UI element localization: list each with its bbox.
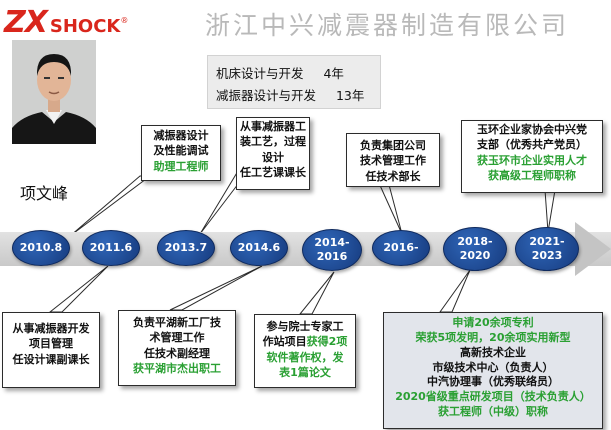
- logo-registered-mark: ®: [120, 15, 129, 25]
- callout-line: 市级技术中心（负责人）: [432, 360, 554, 374]
- zxshock-logo: ZX SHOCK ®: [4, 4, 128, 40]
- callout-line: 术管理工作: [149, 331, 205, 345]
- connector-line: [169, 265, 263, 311]
- connector-line: [544, 189, 556, 233]
- callout-line: 及性能调试: [153, 144, 209, 158]
- callout-line: 任技术副经理: [144, 346, 210, 360]
- callout-segment: 作站项目: [262, 335, 307, 349]
- callout-line: 负责平湖新工厂技: [133, 316, 221, 329]
- timeline-node: 2018- 2020: [443, 227, 507, 271]
- callout-segment: 获得2项: [306, 335, 348, 349]
- callout-line: 2020省级重点研发项目（技术负责人）: [395, 390, 591, 404]
- milestone-callout: 玉环企业家协会中兴党 支部（优秀共产党员） 获玉环市企业实用人才 获高级工程师职…: [461, 120, 603, 193]
- callout-line: 助理工程师: [153, 159, 209, 173]
- connector-line: [69, 175, 152, 237]
- milestone-callout: 负责集团公司 技术管理工作 任技术部长: [346, 133, 440, 187]
- milestone-callout: 从事减振器工 装工艺，过程 设计 任工艺课课长: [236, 117, 310, 190]
- callout-line: 从事减振器工: [240, 120, 306, 133]
- experience-field: 机床设计与开发: [216, 66, 304, 81]
- timeline-arrow-icon: [575, 222, 611, 276]
- milestone-callout: 减振器设计 及性能调试 助理工程师: [141, 125, 221, 181]
- callout-line: 申请20余项专利: [452, 316, 534, 329]
- experience-years: 4年: [323, 66, 344, 81]
- callout-line: 玉环企业家协会中兴党: [477, 123, 587, 136]
- connector-line: [48, 265, 109, 313]
- callout-line: 高新技术企业: [460, 345, 526, 359]
- experience-summary: 机床设计与开发 4年 减振器设计与开发 13年: [207, 55, 381, 109]
- timeline-node: 2014- 2016: [302, 229, 362, 271]
- callout-line: 设计: [262, 150, 284, 164]
- callout-line: 任设计课副课长: [12, 352, 90, 366]
- company-name: 浙江中兴减震器制造有限公司: [205, 11, 570, 40]
- experience-row: 减振器设计与开发 13年: [216, 85, 364, 104]
- callout-line: 荣获5项发明，20余项实用新型: [415, 330, 571, 344]
- connector-line: [439, 269, 471, 313]
- callout-line: 获平湖市杰出职工: [133, 362, 221, 376]
- timeline-node: 2014.6: [230, 230, 288, 266]
- callout-line: 从事减振器开发: [12, 322, 90, 335]
- callout-line: 任工艺课课长: [240, 166, 306, 180]
- callout-line: 获高级工程师职称: [488, 169, 576, 183]
- callout-line: 装工艺，过程: [240, 135, 306, 149]
- callout-line: 获工程师（中级）职称: [438, 405, 548, 419]
- milestone-callout: 参与院士专家工 作站项目获得2项 软件著作权，发 表1篇论文: [254, 314, 356, 388]
- experience-field: 减振器设计与开发: [216, 88, 317, 103]
- milestone-callout: 负责平湖新工厂技 术管理工作 任技术副经理 获平湖市杰出职工: [118, 310, 236, 386]
- callout-line: 软件著作权，发: [255, 350, 355, 365]
- callout-segment: 表1篇论文: [279, 366, 331, 380]
- connector-line: [298, 271, 335, 315]
- callout-line: 参与院士专家工: [255, 319, 355, 334]
- callout-line: 任技术部长: [365, 169, 421, 183]
- callout-line: 减振器设计: [153, 129, 209, 142]
- timeline-node: 2016-: [372, 230, 430, 266]
- person-name: 项文峰: [20, 184, 69, 203]
- callout-line: 中汽协理事（优秀联络员）: [427, 375, 559, 389]
- callout-line: 支部（优秀共产党员）: [477, 138, 587, 152]
- callout-line: 负责集团公司: [360, 139, 426, 152]
- person-silhouette-icon: [12, 40, 96, 144]
- connector-line: [377, 180, 403, 235]
- timeline-node: 2013.7: [157, 230, 215, 266]
- callout-line: 作站项目获得2项: [255, 334, 355, 349]
- callout-segment: 参与院士专家工: [266, 320, 344, 333]
- milestone-callout: 从事减振器开发 项目管理 任设计课副课长: [2, 312, 100, 388]
- experience-row: 机床设计与开发 4年: [216, 63, 344, 82]
- callout-line: 表1篇论文: [255, 365, 355, 380]
- callout-line: 技术管理工作: [360, 154, 426, 168]
- callout-line: 获玉环市企业实用人才: [477, 153, 587, 167]
- callout-segment: 软件著作权，发: [266, 350, 344, 364]
- milestone-callout: 申请20余项专利 荣获5项发明，20余项实用新型 高新技术企业 市级技术中心（负…: [383, 312, 603, 429]
- timeline-node: 2010.8: [12, 230, 70, 266]
- timeline-node: 2021- 2023: [515, 227, 579, 271]
- experience-years: 13年: [335, 88, 365, 103]
- person-photo: [12, 40, 96, 144]
- logo-shock: SHOCK: [49, 15, 121, 37]
- timeline-node: 2011.6: [82, 230, 140, 266]
- logo-zx: ZX: [4, 4, 48, 40]
- callout-line: 项目管理: [29, 337, 73, 351]
